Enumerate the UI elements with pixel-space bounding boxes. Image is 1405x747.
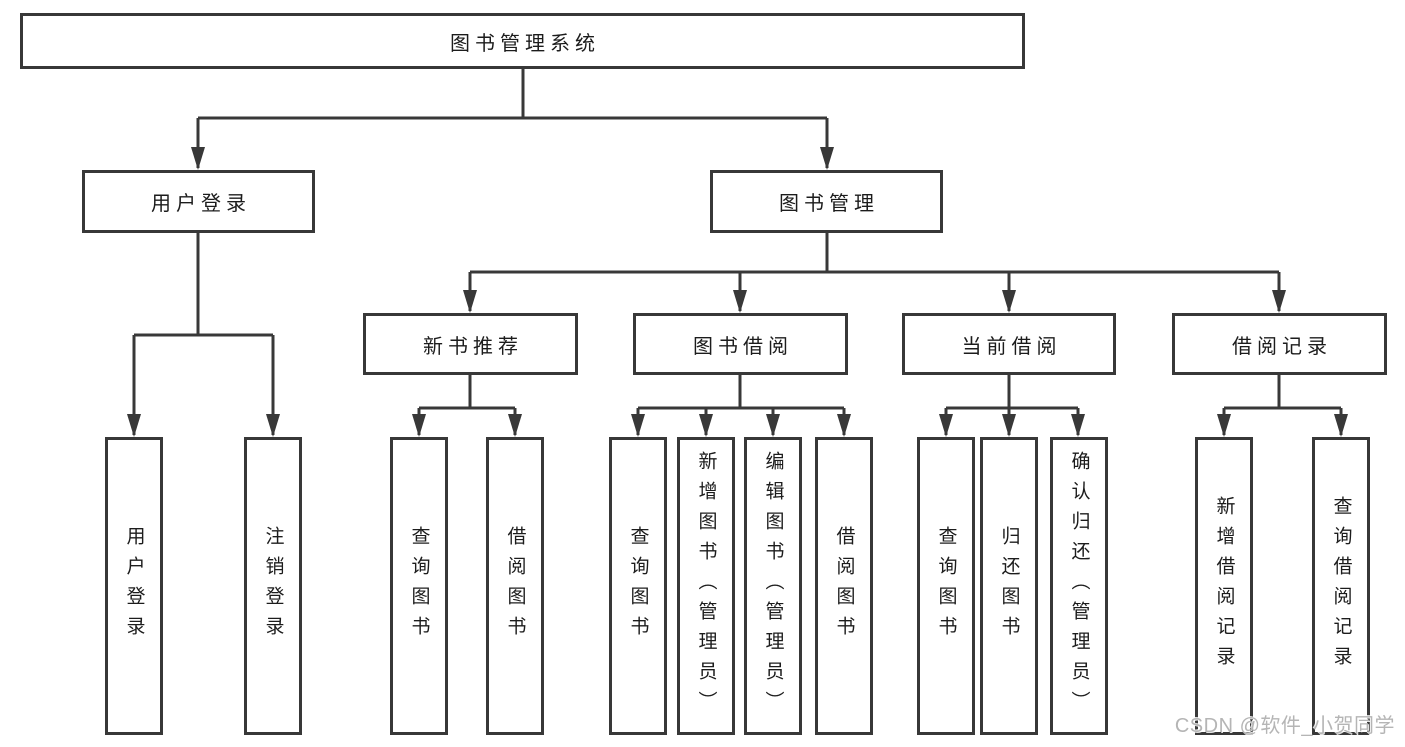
node-label: 用户登录 [123, 526, 145, 646]
connector-book-borrow [636, 375, 846, 435]
arrow-down-icon [766, 414, 780, 437]
node-label: 新书推荐 [423, 335, 523, 358]
arrow-down-icon [1217, 414, 1231, 437]
node-borrow-records: 借阅记录 [1172, 313, 1387, 375]
arrow-down-icon [939, 414, 953, 437]
node-label: 查询借阅记录 [1330, 496, 1352, 676]
node-label: 图书管理 [779, 193, 879, 215]
connector-user-login [132, 233, 275, 435]
node-label: 用户登录 [151, 193, 251, 215]
arrow-down-icon [699, 414, 713, 437]
node-label: 注销登录 [262, 526, 284, 646]
node-label: 图书管理系统 [450, 32, 600, 55]
leaf-user-login: 用户登录 [105, 437, 163, 735]
node-book-management: 图书管理 [710, 170, 943, 233]
node-current-borrow: 当前借阅 [902, 313, 1116, 375]
arrow-down-icon [508, 414, 522, 437]
leaf-logout: 注销登录 [244, 437, 302, 735]
node-label: 编辑图书（管理员） [762, 451, 784, 721]
arrow-down-icon [463, 290, 477, 313]
node-label: 确认归还（管理员） [1068, 451, 1090, 721]
node-label: 查询图书 [408, 526, 430, 646]
node-library-management-system: 图书管理系统 [20, 13, 1025, 69]
arrow-down-icon [1272, 290, 1286, 313]
connector-root [196, 68, 829, 168]
connector-borrow-records [1222, 375, 1343, 435]
node-label: 新增借阅记录 [1213, 496, 1235, 676]
node-label: 借阅图书 [833, 526, 855, 646]
arrow-down-icon [1002, 414, 1016, 437]
arrow-down-icon [266, 414, 280, 437]
leaf-borrow-add-books-admin: 新增图书（管理员） [677, 437, 735, 735]
node-book-borrow: 图书借阅 [633, 313, 848, 375]
node-label: 当前借阅 [961, 335, 1062, 358]
leaf-recommend-query-books: 查询图书 [390, 437, 448, 735]
arrow-down-icon [1002, 290, 1016, 313]
node-label: 查询图书 [935, 526, 957, 646]
arrow-down-icon [837, 414, 851, 437]
leaf-current-query-books: 查询图书 [917, 437, 975, 735]
arrow-down-icon [1334, 414, 1348, 437]
connector-new-book-recommend [417, 375, 517, 435]
node-label: 归还图书 [998, 526, 1020, 646]
arrow-down-icon [412, 414, 426, 437]
node-label: 图书借阅 [693, 335, 793, 358]
node-label: 借阅记录 [1232, 335, 1332, 358]
leaf-borrow-query-books: 查询图书 [609, 437, 667, 735]
node-label: 借阅图书 [504, 526, 526, 646]
connector-current-borrow [944, 375, 1080, 435]
leaf-current-return-books: 归还图书 [980, 437, 1038, 735]
leaf-records-query-record: 查询借阅记录 [1312, 437, 1370, 735]
arrow-down-icon [1071, 414, 1085, 437]
arrow-down-icon [820, 147, 834, 170]
node-label: 查询图书 [627, 526, 649, 646]
leaf-borrow-edit-books-admin: 编辑图书（管理员） [744, 437, 802, 735]
node-label: 新增图书（管理员） [695, 451, 717, 721]
connector-book-management [468, 233, 1281, 311]
leaf-current-confirm-return-admin: 确认归还（管理员） [1050, 437, 1108, 735]
leaf-borrow-borrow-books: 借阅图书 [815, 437, 873, 735]
leaf-recommend-borrow-books: 借阅图书 [486, 437, 544, 735]
arrow-down-icon [127, 414, 141, 437]
node-user-login: 用户登录 [82, 170, 315, 233]
watermark: CSDN @软件_小贺同学 [1174, 715, 1395, 737]
arrow-down-icon [733, 290, 747, 313]
arrow-down-icon [631, 414, 645, 437]
leaf-records-add-record: 新增借阅记录 [1195, 437, 1253, 735]
arrow-down-icon [191, 147, 205, 170]
node-new-book-recommend: 新书推荐 [363, 313, 578, 375]
